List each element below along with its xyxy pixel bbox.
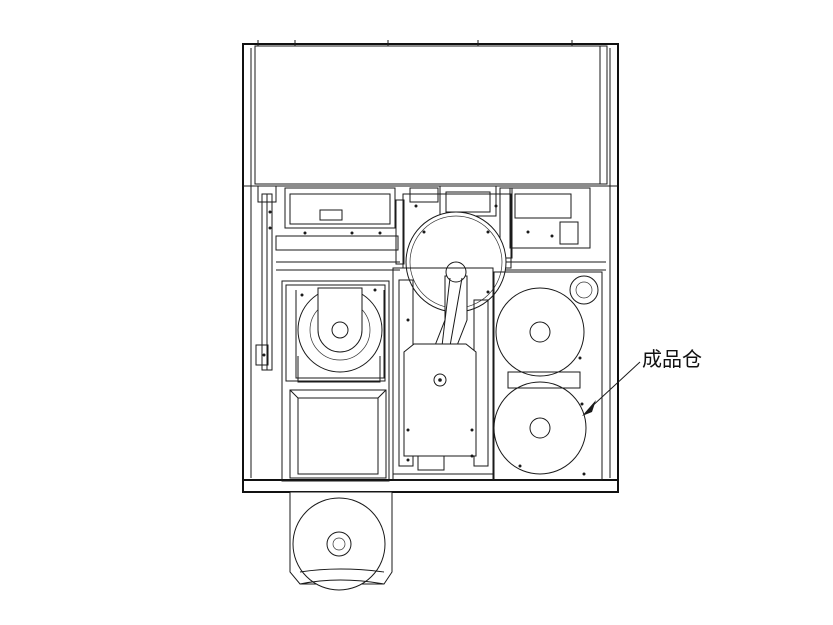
callout-label: 成品仓 [642, 347, 702, 371]
left-guide-rail [243, 185, 277, 371]
lower-carriage [392, 267, 494, 481]
top-cover-panel [243, 45, 618, 187]
lower-left-bin [289, 389, 387, 479]
callout-leader [582, 361, 641, 416]
left-disc-bay [281, 280, 390, 482]
external-disc-module [289, 491, 393, 591]
upper-mechanism-bay [275, 187, 606, 271]
finished-product-bin [493, 271, 603, 481]
